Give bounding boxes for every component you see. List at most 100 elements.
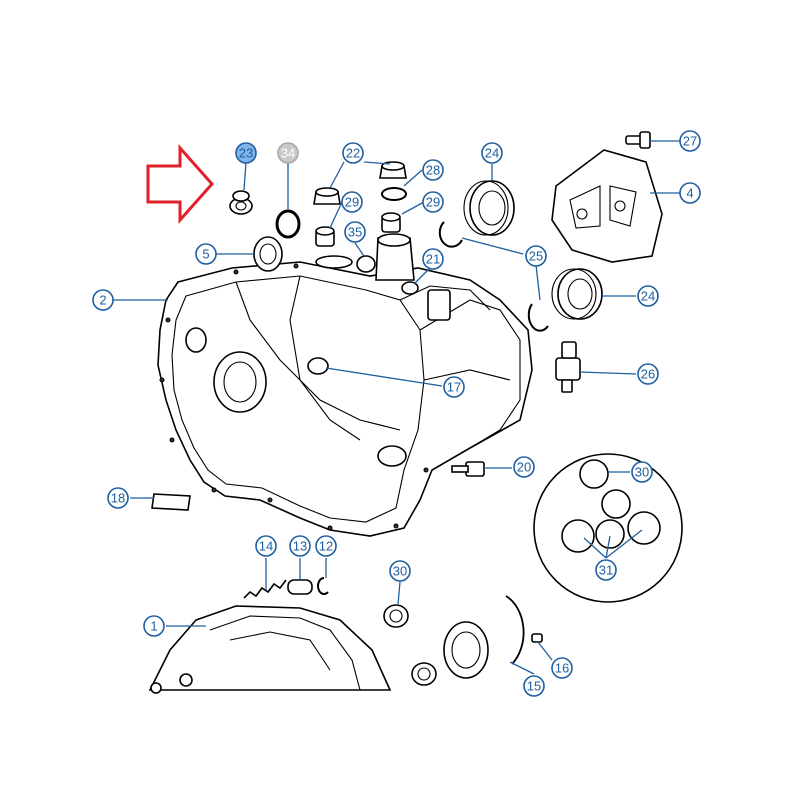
callout-label: 17 [447, 380, 461, 395]
callout-24-a[interactable]: 24 [481, 142, 503, 164]
callout-ring [679, 182, 701, 204]
bolt-part[interactable] [625, 131, 651, 149]
bushing-part-30[interactable] [383, 604, 437, 686]
callout-27[interactable]: 27 [679, 130, 701, 152]
magnet-part[interactable] [151, 493, 191, 511]
callout-label: 24 [485, 146, 499, 161]
callout-label: 21 [426, 252, 440, 267]
callout-ring [107, 487, 129, 509]
callout-label: 27 [683, 134, 697, 149]
snap-ring-part[interactable] [381, 187, 407, 201]
callout-29-b[interactable]: 29 [422, 191, 444, 213]
callout-label: 18 [111, 491, 125, 506]
transmission-case[interactable] [157, 233, 533, 537]
clip-part[interactable] [317, 577, 329, 595]
callout-30-b[interactable]: 30 [389, 560, 411, 582]
callout-5[interactable]: 5 [195, 243, 217, 265]
callout-label: 12 [319, 539, 333, 554]
callout-ring [631, 461, 653, 483]
callout-13[interactable]: 13 [289, 535, 311, 557]
callout-label: 16 [555, 661, 569, 676]
callout-ring [315, 535, 337, 557]
vent-part[interactable] [401, 281, 419, 295]
callout-2[interactable]: 2 [92, 289, 114, 311]
callout-ring [277, 142, 299, 164]
callout-label: 29 [345, 195, 359, 210]
callout-label: 30 [635, 465, 649, 480]
callout-ring [595, 559, 617, 581]
bearing-part-upper[interactable] [463, 180, 515, 236]
circlip-part[interactable] [438, 221, 463, 248]
callout-29-a[interactable]: 29 [341, 191, 363, 213]
callout-ring [341, 191, 363, 213]
bolt-part-20[interactable] [451, 461, 485, 477]
callout-label: 20 [517, 460, 531, 475]
callout-24-b[interactable]: 24 [637, 285, 659, 307]
callout-label: 30 [393, 564, 407, 579]
callout-ring [255, 535, 277, 557]
callout-ring [422, 248, 444, 270]
callout-21[interactable]: 21 [422, 248, 444, 270]
arrow-right-icon [146, 144, 215, 224]
seal-part[interactable] [253, 236, 283, 272]
callout-label: 1 [150, 619, 157, 634]
callout-ring [422, 191, 444, 213]
callout-20[interactable]: 20 [513, 456, 535, 478]
callout-label: 26 [641, 367, 655, 382]
callout-ring [679, 130, 701, 152]
callout-label: 35 [348, 225, 362, 240]
callout-ring [289, 535, 311, 557]
o-ring-part[interactable] [275, 209, 301, 239]
plug-part[interactable] [229, 190, 253, 215]
callout-ring [443, 376, 465, 398]
clutch-housing[interactable] [148, 605, 392, 694]
callout-18[interactable]: 18 [107, 487, 129, 509]
plunger-part[interactable] [287, 579, 313, 595]
callout-4[interactable]: 4 [679, 182, 701, 204]
callout-22[interactable]: 22 [342, 142, 364, 164]
callout-ring [637, 363, 659, 385]
callout-1[interactable]: 1 [143, 615, 165, 637]
callout-label: 28 [426, 163, 440, 178]
callout-12[interactable]: 12 [315, 535, 337, 557]
callout-label: 5 [202, 247, 209, 262]
callout-30-a[interactable]: 30 [631, 461, 653, 483]
callout-label: 34 [281, 146, 295, 161]
callout-ring [344, 221, 366, 243]
callout-25[interactable]: 25 [525, 245, 547, 267]
callouts: 23 34 22 28 29 29 24 27 4 5 35 [92, 130, 701, 697]
callout-label: 31 [599, 563, 613, 578]
callout-31[interactable]: 31 [595, 559, 617, 581]
callout-ring [551, 657, 573, 679]
seal-part-large[interactable] [443, 621, 489, 679]
screw-part[interactable] [531, 633, 543, 643]
callout-label: 23 [239, 146, 253, 161]
callout-label: 24 [641, 289, 655, 304]
sensor-part[interactable] [555, 341, 581, 393]
callout-17[interactable]: 17 [443, 376, 465, 398]
callout-ring [389, 560, 411, 582]
detail-inset [533, 453, 683, 603]
callout-label: 4 [686, 186, 693, 201]
spring-part[interactable] [243, 579, 287, 599]
callout-ring [195, 243, 217, 265]
leader-lines [112, 140, 680, 675]
bearing-part-lower[interactable] [551, 268, 603, 320]
cover-plate-part[interactable] [551, 149, 663, 263]
callout-28[interactable]: 28 [422, 159, 444, 181]
callout-15[interactable]: 15 [523, 675, 545, 697]
breather-part[interactable] [356, 255, 376, 273]
callout-ring [523, 675, 545, 697]
callout-16[interactable]: 16 [551, 657, 573, 679]
callout-14[interactable]: 14 [255, 535, 277, 557]
bushing-part[interactable] [315, 212, 401, 247]
callout-26[interactable]: 26 [637, 363, 659, 385]
retainer-part[interactable] [505, 595, 525, 665]
callout-ring [92, 289, 114, 311]
nut-part[interactable] [313, 161, 407, 205]
callout-23[interactable]: 23 [235, 142, 257, 164]
callout-ring [235, 142, 257, 164]
callout-34[interactable]: 34 [277, 142, 299, 164]
callout-35[interactable]: 35 [344, 221, 366, 243]
